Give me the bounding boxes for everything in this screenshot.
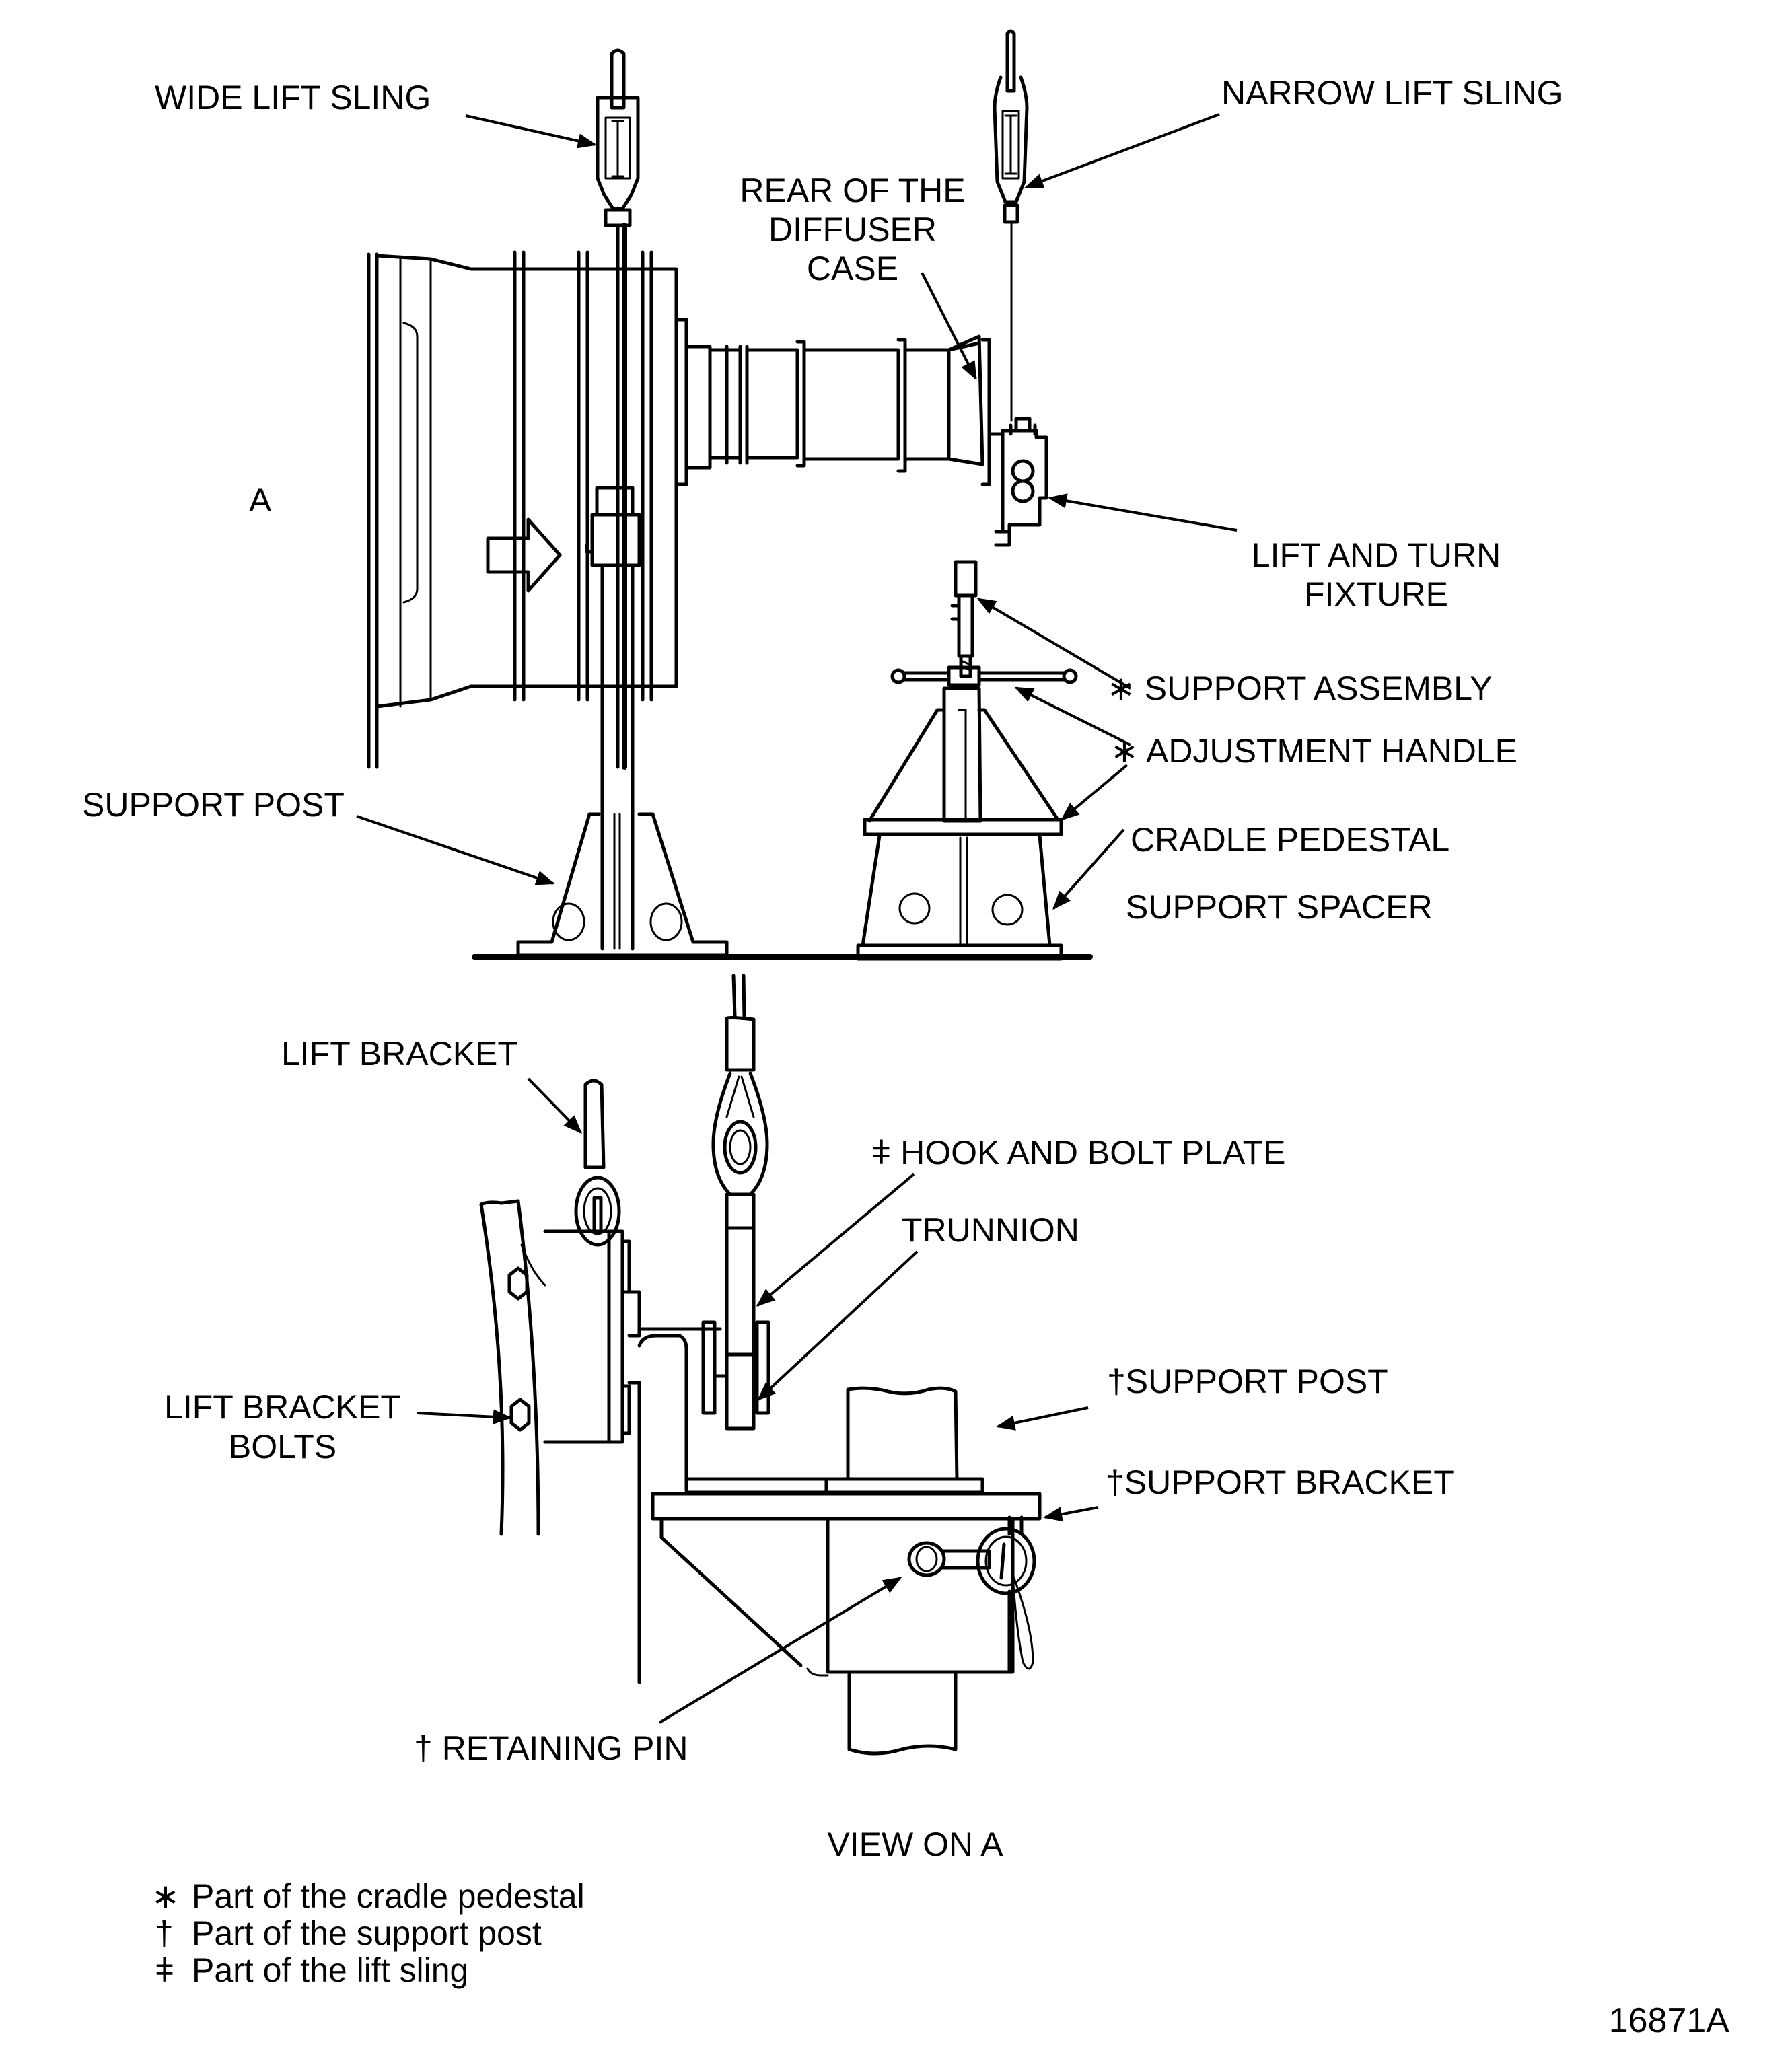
label-lift-and-turn-fixture-line2: FIXTURE [1304,575,1448,613]
legend-text: Part of the support post [192,1914,542,1952]
label-support-spacer: SUPPORT SPACER [1126,888,1433,926]
support-post-stand [472,486,1093,960]
label-support-post-detail: †SUPPORT POST [1107,1363,1388,1400]
lift-and-turn-fixture [987,417,1048,547]
label-rear-diffuser-case-line1: REAR OF THE [740,172,965,209]
label-support-post: SUPPORT POST [82,786,345,824]
legend-item: ǂ Part of the lift sling [155,1951,468,1989]
lift-bracket [583,1079,606,1169]
legend-text: Part of the cradle pedestal [192,1877,585,1915]
label-support-bracket: †SUPPORT BRACKET [1106,1463,1454,1501]
label-lift-bracket-bolts-line1: LIFT BRACKET [164,1388,401,1426]
leader-lines [356,113,1238,1724]
legend-symbol-double-dagger-icon: ǂ [155,1951,174,1989]
view-arrow-a [486,517,562,593]
label-lift-and-turn-fixture-line1: LIFT AND TURN [1252,536,1501,574]
label-trunnion: TRUNNION [902,1211,1079,1249]
label-wide-lift-sling: WIDE LIFT SLING [155,79,431,116]
wide-lift-sling [596,48,640,770]
lift-bracket-bolt [509,1398,531,1432]
label-narrow-lift-sling: NARROW LIFT SLING [1221,74,1563,112]
label-cradle-pedestal: CRADLE PEDESTAL [1131,821,1449,859]
label-hook-and-bolt-plate: ǂ HOOK AND BOLT PLATE [871,1134,1285,1171]
legend-text: Part of the lift sling [192,1951,468,1989]
label-lift-bracket: LIFT BRACKET [281,1035,518,1073]
cradle-pedestal [856,560,1078,961]
label-support-assembly: ∗ SUPPORT ASSEMBLY [1107,670,1493,707]
support-post-detail [846,1386,959,1481]
legend-symbol-dagger-icon: † [155,1914,174,1952]
view-title: VIEW ON A [827,1825,1003,1863]
label-rear-diffuser-case-line2: DIFFUSER [768,211,937,248]
label-adjustment-handle: ∗ ADJUSTMENT HANDLE [1110,732,1517,770]
engine-case-wall [479,1199,540,1536]
label-lift-bracket-bolts-line2: BOLTS [229,1428,336,1466]
label-retaining-pin: † RETAINING PIN [414,1729,688,1767]
lift-bracket-bolt [507,1266,529,1301]
label-rear-diffuser-case-line3: CASE [807,250,898,287]
diffuser-case [486,334,991,593]
legend-item: † Part of the support post [155,1914,542,1952]
view-marker-a: A [249,481,272,519]
figure-number: 16871A [1609,2001,1730,2040]
labels: WIDE LIFT SLING NARROW LIFT SLING REAR O… [82,74,1563,1863]
support-bracket [651,1492,1042,1521]
hook-and-bolt-plate [711,974,769,1431]
legend-item: ∗ Part of the cradle pedestal [151,1877,585,1915]
side-view [367,29,1093,961]
detail-view-a [479,974,1042,1756]
engine-front-case [367,250,712,769]
legend: ∗ Part of the cradle pedestal † Part of … [151,1877,585,1989]
narrow-lift-sling [993,29,1029,422]
retaining-pin [907,1515,1036,1674]
legend-symbol-asterisk-icon: ∗ [151,1877,180,1915]
